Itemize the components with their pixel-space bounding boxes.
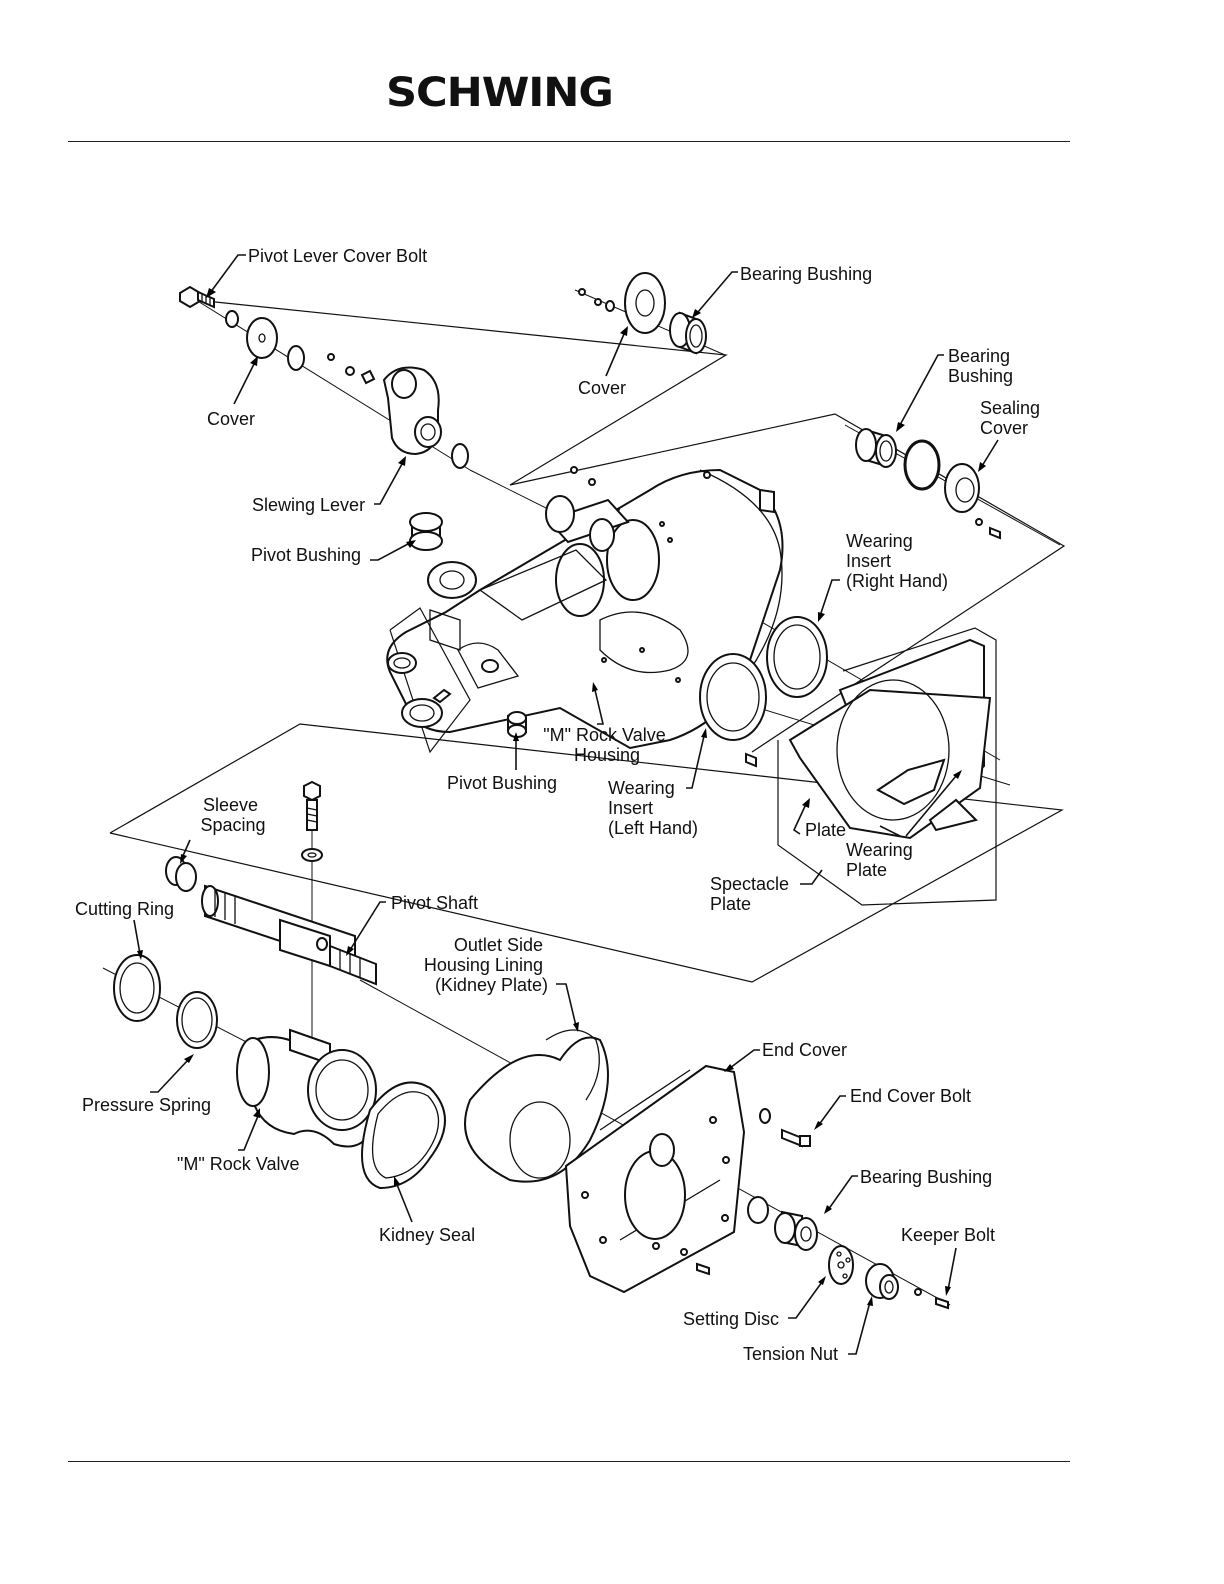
label-kidney-seal: Kidney Seal <box>379 1225 475 1245</box>
pivot-lever-cover-bolt-part <box>179 285 215 309</box>
outlet-side-housing-lining-part <box>464 1029 609 1183</box>
end-cover-bolt-part <box>759 1108 811 1148</box>
header-rule <box>68 141 1070 142</box>
label-cover-top: Cover <box>578 378 626 398</box>
bearing-bushing-right-part <box>855 428 897 468</box>
label-m-rock-valve: "M" Rock Valve <box>177 1154 299 1174</box>
label-bearing-bushing-right: Bearing Bushing <box>948 346 1015 386</box>
pivot-shaft-part <box>201 884 377 986</box>
slewing-lever-part <box>382 366 442 456</box>
label-pivot-bushing-upper: Pivot Bushing <box>251 545 361 565</box>
label-bearing-bushing-top: Bearing Bushing <box>740 264 872 284</box>
cover-top-part <box>578 272 666 334</box>
label-end-cover-bolt: End Cover Bolt <box>850 1086 971 1106</box>
cutting-ring-part <box>113 954 161 1022</box>
sleeve-spacing-part <box>165 856 197 892</box>
label-spectacle-plate: Spectacle Plate <box>710 874 794 914</box>
end-cover-part <box>564 1064 746 1294</box>
pivot-bushing-lower-part <box>507 711 527 738</box>
washer-part <box>225 310 239 328</box>
sealing-cover-part <box>944 463 1001 540</box>
label-sleeve-spacing: Sleeve Spacing <box>200 795 265 835</box>
o-ring-lever-part <box>451 443 469 469</box>
label-sealing-cover: Sealing Cover <box>980 398 1045 438</box>
pressure-spring-part <box>176 991 218 1049</box>
left-rings-part <box>387 607 471 754</box>
label-cutting-ring: Cutting Ring <box>75 899 174 919</box>
spectacle-plate-part <box>745 627 997 906</box>
pivot-bushing-upper-part <box>409 512 443 551</box>
label-plate: Plate <box>805 820 846 840</box>
footer-rule <box>68 1461 1070 1462</box>
label-pressure-spring: Pressure Spring <box>82 1095 211 1115</box>
label-pivot-bushing-lower: Pivot Bushing <box>447 773 557 793</box>
o-ring-right-part <box>903 439 941 491</box>
leader-lines <box>133 254 999 1355</box>
label-keeper-bolt: Keeper Bolt <box>901 1225 995 1245</box>
label-pivot-lever-cover-bolt: Pivot Lever Cover Bolt <box>248 246 427 266</box>
label-wearing-plate: Wearing Plate <box>846 840 918 880</box>
pivot-shaft-bolt-part <box>301 780 323 862</box>
label-end-cover: End Cover <box>762 1040 847 1060</box>
label-wearing-insert-left: Wearing Insert (Left Hand) <box>608 778 698 838</box>
wearing-insert-right-part <box>766 616 828 698</box>
setting-disc-part <box>828 1245 854 1285</box>
label-bearing-bushing-bottom: Bearing Bushing <box>860 1167 992 1187</box>
cover-left-part <box>246 317 278 359</box>
wearing-insert-left-part <box>699 653 767 741</box>
small-fasteners-part <box>327 353 376 385</box>
m-rock-valve-housing-part <box>386 466 784 750</box>
label-tension-nut: Tension Nut <box>743 1344 838 1364</box>
label-outlet-side-housing-lining: Outlet Side Housing Lining (Kidney Plate… <box>424 935 548 995</box>
bearing-bushing-top-part <box>669 311 707 355</box>
label-m-rock-valve-housing: "M" Rock Valve Housing <box>543 725 671 765</box>
label-pivot-shaft: Pivot Shaft <box>391 893 478 913</box>
label-cover-left: Cover <box>207 409 255 429</box>
keeper-bolt-part <box>914 1288 949 1310</box>
tension-nut-part <box>865 1263 899 1300</box>
bearing-bushing-bottom-part <box>774 1210 818 1251</box>
label-wearing-insert-right: Wearing Insert (Right Hand) <box>846 531 948 591</box>
m-rock-valve-part <box>236 1028 377 1148</box>
kidney-seal-part <box>361 1081 446 1190</box>
label-slewing-lever: Slewing Lever <box>252 495 365 515</box>
label-setting-disc: Setting Disc <box>683 1309 779 1329</box>
o-ring-left-part <box>287 345 305 371</box>
schwing-logo: SCHWING <box>386 70 614 116</box>
o-ring-bottom-part <box>747 1196 769 1224</box>
